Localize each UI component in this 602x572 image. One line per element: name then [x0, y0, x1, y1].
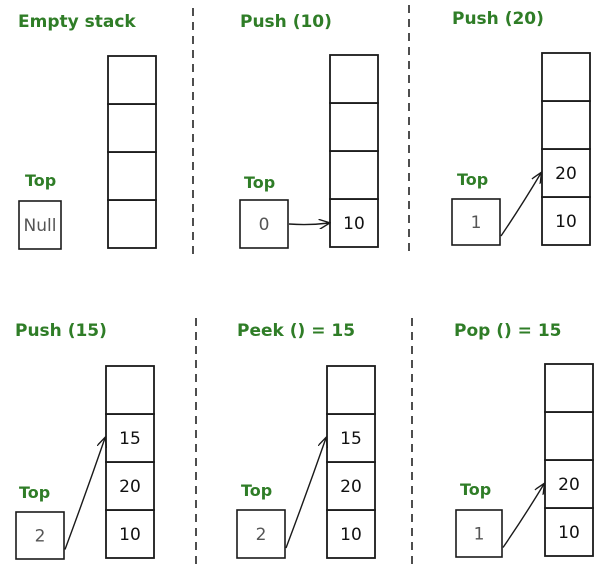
panel-2: Push (10) 10 Top 0: [239, 12, 379, 249]
stack-cell: [105, 461, 155, 511]
stack-cell: [544, 411, 594, 461]
pointer-arrow: [500, 173, 541, 237]
stack-cell: [326, 413, 376, 463]
top-pointer-box: [455, 509, 503, 558]
stack-cell-value: 15: [119, 429, 141, 449]
stack-cell-value: 10: [119, 525, 141, 545]
stack-cell-value: 20: [119, 477, 141, 497]
stack-cell-value: 10: [340, 525, 362, 545]
stack-cell: [541, 52, 591, 102]
top-pointer-box: [239, 199, 289, 249]
top-label: Top: [19, 483, 50, 502]
top-pointer-box: [15, 511, 65, 560]
stack-cell: [105, 365, 155, 415]
top-pointer-box: [236, 509, 286, 559]
stack-cell: [326, 365, 376, 415]
stack-cell-value: 20: [558, 475, 580, 495]
top-pointer-box: [451, 198, 501, 246]
stack-cell: [107, 103, 157, 153]
stack-cell-value: 10: [555, 212, 577, 232]
stack-cell: [329, 54, 379, 104]
stack-cell: [107, 151, 157, 201]
panel-title: Pop () = 15: [454, 321, 562, 341]
pointer-arrow: [64, 438, 105, 550]
top-pointer-value: 1: [471, 213, 482, 233]
pointer-arrow: [502, 484, 544, 548]
stack-cell: [329, 150, 379, 200]
panel-title: Push (15): [15, 321, 107, 341]
top-label: Top: [457, 170, 488, 189]
panel-title: Peek () = 15: [237, 321, 355, 341]
panel-title: Empty stack: [18, 12, 136, 32]
stack-cell-value: 20: [340, 477, 362, 497]
top-pointer-value: Null: [24, 216, 57, 236]
stack-cell: [107, 199, 157, 249]
top-label: Top: [241, 481, 272, 500]
top-label: Top: [244, 173, 275, 192]
stack-cell-value: 10: [343, 214, 365, 234]
top-label: Top: [25, 171, 56, 190]
stack-cell: [541, 196, 591, 246]
stack-cell: [105, 509, 155, 559]
top-pointer-box: [18, 200, 62, 250]
stack-cell: [326, 461, 376, 511]
stack-cell-value: 20: [555, 164, 577, 184]
top-pointer-value: 1: [474, 525, 485, 545]
panel-title: Push (10): [240, 12, 332, 32]
top-pointer-value: 2: [35, 527, 46, 547]
top-label: Top: [460, 480, 491, 499]
stack-cell-value: 15: [340, 429, 362, 449]
stack-cell: [541, 100, 591, 150]
stack-cell: [544, 363, 594, 413]
pointer-arrow: [285, 438, 326, 549]
panel-3: Push (20) 10 20 Top 1: [451, 9, 591, 246]
panel-title: Push (20): [452, 9, 544, 29]
stack-cell: [107, 55, 157, 105]
top-pointer-value: 0: [259, 215, 270, 235]
stack-cell: [329, 102, 379, 152]
stack-cell: [544, 507, 594, 557]
stack-cell-value: 10: [558, 523, 580, 543]
top-pointer-value: 2: [256, 525, 267, 545]
panel-6: Pop () = 15 10 20 Top 1: [454, 321, 594, 558]
pointer-arrow: [288, 223, 329, 225]
stack-cell: [329, 198, 379, 248]
stack-cell: [326, 509, 376, 559]
